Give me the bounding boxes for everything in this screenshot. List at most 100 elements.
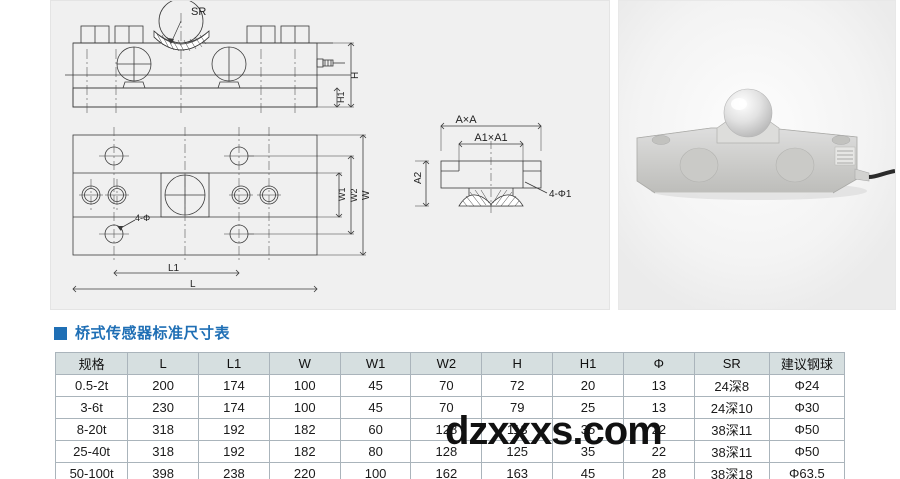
col-header-w2: W2 (410, 352, 483, 375)
col-header-h: H (481, 352, 554, 375)
cell-l1: 174 (198, 396, 270, 419)
cell-spec: 0.5-2t (54, 374, 129, 397)
cell-h: 79 (481, 396, 554, 419)
cell-w2: 128 (410, 440, 483, 463)
cell-sr: 38深11 (693, 418, 770, 441)
cell-h: 163 (481, 462, 554, 479)
cell-l: 318 (127, 440, 200, 463)
cell-l1: 174 (198, 374, 270, 397)
cell-w: 100 (268, 396, 341, 419)
cell-spec: 50-100t (54, 462, 129, 479)
cell-l: 318 (127, 418, 200, 441)
cell-ball: Φ50 (768, 418, 846, 441)
label-h1: H1 (336, 91, 346, 103)
mounting-hole-left (651, 135, 671, 145)
cell-ball: Φ30 (768, 396, 846, 419)
cell-h: 125 (481, 440, 554, 463)
cell-h1: 25 (552, 396, 624, 419)
col-header-l1: L1 (198, 352, 270, 375)
cell-l1: 192 (198, 418, 270, 441)
cell-h1: 35 (552, 440, 624, 463)
dimension-table-container: 规格 L L1 W W1 W2 H H1 Φ SR 建议钢球 0.5-2t 20… (54, 352, 846, 479)
table-row: 8-20t 318 192 182 60 128 113 35 22 38深11… (54, 418, 846, 441)
label-w: W (361, 190, 372, 200)
mounting-hole-right (831, 135, 851, 145)
label-4-phi: 4-Φ (135, 213, 150, 223)
cell-w: 220 (268, 462, 341, 479)
label-4-phi1: 4-Φ1 (549, 189, 572, 200)
cell-l1: 192 (198, 440, 270, 463)
cell-ball: Φ24 (768, 374, 846, 397)
label-l1: L1 (168, 263, 180, 274)
title-marker-icon (54, 327, 67, 340)
cell-h1: 45 (552, 462, 624, 479)
label-l: L (190, 279, 196, 290)
cell-sr: 38深11 (693, 440, 770, 463)
cell-sr: 24深10 (693, 396, 770, 419)
cell-w1: 60 (339, 418, 412, 441)
col-header-phi: Φ (622, 352, 695, 375)
load-cell-photo (619, 1, 895, 309)
cell-l: 398 (127, 462, 200, 479)
cell-w: 100 (268, 374, 341, 397)
cell-h1: 20 (552, 374, 624, 397)
col-header-l: L (127, 352, 200, 375)
cell-w: 182 (268, 418, 341, 441)
spec-label-plate (834, 146, 856, 166)
cell-sr: 38深18 (693, 462, 770, 479)
cell-phi: 13 (622, 396, 695, 419)
product-photo-panel (618, 0, 896, 310)
table-row: 50-100t 398 238 220 100 162 163 45 28 38… (54, 462, 846, 479)
steel-ball (723, 88, 773, 138)
cell-h: 113 (481, 418, 554, 441)
section-title: 桥式传感器标准尺寸表 (54, 326, 230, 341)
cell-phi: 22 (622, 418, 695, 441)
cell-spec: 3-6t (54, 396, 129, 419)
cell-spec: 8-20t (54, 418, 129, 441)
col-header-w: W (268, 352, 341, 375)
technical-drawing-svg: SR H H1 (65, 1, 572, 293)
section-title-text: 桥式传感器标准尺寸表 (75, 325, 231, 342)
technical-drawing-panel: SR H H1 (50, 0, 610, 310)
label-a1-x-a1: A1×A1 (474, 132, 507, 144)
label-sr: SR (191, 6, 206, 18)
col-header-spec: 规格 (54, 352, 129, 375)
cell-w2: 128 (410, 418, 483, 441)
cell-phi: 28 (622, 462, 695, 479)
cell-l1: 238 (198, 462, 270, 479)
cell-w1: 45 (339, 374, 412, 397)
label-a-x-a: A×A (455, 114, 477, 126)
cell-w2: 162 (410, 462, 483, 479)
cable-gland (854, 168, 870, 182)
col-header-sr: SR (693, 352, 770, 375)
cell-l: 230 (127, 396, 200, 419)
cell-spec: 25-40t (54, 440, 129, 463)
cell-l: 200 (127, 374, 200, 397)
cell-w: 182 (268, 440, 341, 463)
cell-ball: Φ63.5 (768, 462, 846, 479)
label-a2: A2 (413, 171, 424, 184)
cell-h: 72 (481, 374, 554, 397)
dimension-table: 规格 L L1 W W1 W2 H H1 Φ SR 建议钢球 0.5-2t 20… (54, 352, 846, 479)
col-header-ball: 建议钢球 (768, 352, 846, 375)
cell-w1: 45 (339, 396, 412, 419)
cell-phi: 13 (622, 374, 695, 397)
bore-left (679, 147, 719, 183)
cell-phi: 22 (622, 440, 695, 463)
cell-h1: 35 (552, 418, 624, 441)
col-header-w1: W1 (339, 352, 412, 375)
col-header-h1: H1 (552, 352, 624, 375)
cell-w2: 70 (410, 396, 483, 419)
table-row: 3-6t 230 174 100 45 70 79 25 13 24深10 Φ3… (54, 396, 846, 419)
cable (868, 169, 895, 179)
label-h: H (350, 72, 361, 79)
cell-w1: 80 (339, 440, 412, 463)
label-w2: W2 (349, 189, 359, 203)
bore-right (775, 147, 815, 183)
cell-sr: 24深8 (693, 374, 770, 397)
cell-ball: Φ50 (768, 440, 846, 463)
table-row: 25-40t 318 192 182 80 128 125 35 22 38深1… (54, 440, 846, 463)
cell-w1: 100 (339, 462, 412, 479)
table-row: 0.5-2t 200 174 100 45 70 72 20 13 24深8 Φ… (54, 374, 846, 397)
